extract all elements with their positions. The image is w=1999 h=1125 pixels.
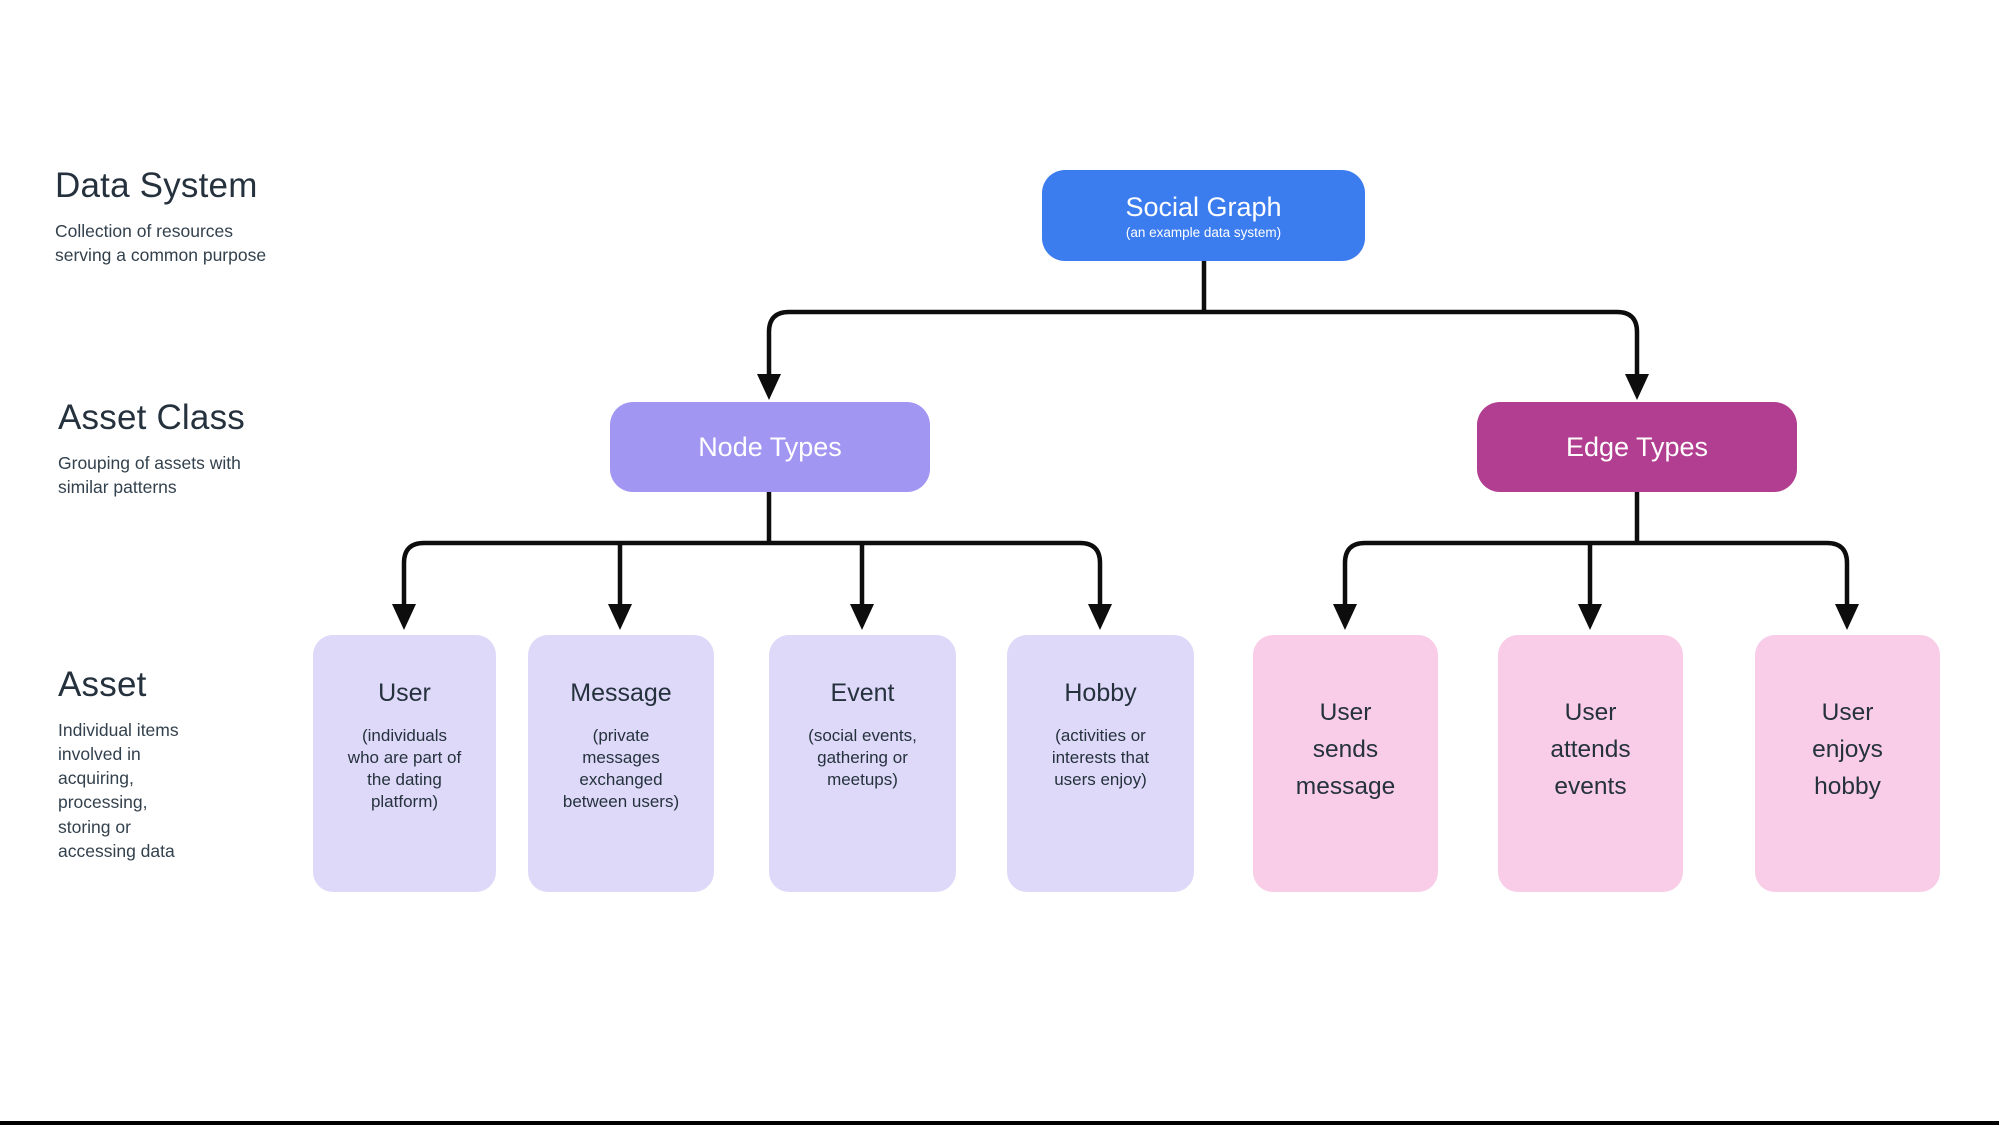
asset-card-user-sends-message-title: User sends message	[1295, 699, 1396, 800]
asset-title: Asset	[58, 665, 147, 704]
row-label-asset: Asset Individual items involved in acqui…	[58, 665, 179, 863]
asset-card-message: Message (private messages exchanged betw…	[528, 635, 714, 892]
asset-card-message-title: Message	[570, 679, 672, 707]
row-label-data-system: Data System Collection of resources serv…	[55, 166, 266, 267]
asset-card-user-description: (individuals who are part of the dating …	[347, 726, 462, 812]
arrowhead-message	[608, 604, 632, 630]
asset-card-event: Event (social events, gathering or meetu…	[769, 635, 956, 892]
arrowhead-attends	[1578, 604, 1602, 630]
connector-root-rail	[766, 309, 1640, 378]
arrowhead-user	[392, 604, 416, 630]
asset-card-user-attends-events-title: User attends events	[1550, 699, 1631, 800]
data-system-title: Data System	[55, 166, 258, 205]
node-edge-types: Edge Types	[1477, 402, 1797, 492]
asset-class-title: Asset Class	[58, 398, 245, 437]
asset-card-user-sends-message: User sends message	[1253, 635, 1438, 892]
data-system-description: Collection of resources serving a common…	[55, 221, 267, 266]
asset-card-message-description: (private messages exchanged between user…	[562, 726, 680, 812]
asset-card-user-enjoys-hobby-title: User enjoys hobby	[1812, 699, 1883, 800]
arrowhead-node-types	[757, 374, 781, 400]
node-social-graph: Social Graph (an example data system)	[1042, 170, 1365, 261]
asset-description: Individual items involved in acquiring, …	[58, 720, 179, 861]
row-label-asset-class: Asset Class Grouping of assets with simi…	[58, 398, 245, 499]
arrowhead-hobby	[1088, 604, 1112, 630]
arrowhead-edge-types	[1625, 374, 1649, 400]
connector-node-rail	[401, 540, 1103, 608]
arrowhead-event	[850, 604, 874, 630]
asset-card-hobby: Hobby (activities or interests that user…	[1007, 635, 1194, 892]
asset-card-hobby-description: (activities or interests that users enjo…	[1051, 726, 1150, 790]
asset-card-event-description: (social events, gathering or meetups)	[808, 726, 917, 790]
asset-card-user: User (individuals who are part of the da…	[313, 635, 496, 892]
social-graph-subtitle: (an example data system)	[1125, 224, 1282, 240]
connector-edge-rail	[1342, 540, 1850, 608]
arrowhead-sends	[1333, 604, 1357, 630]
asset-card-user-title: User	[378, 679, 431, 707]
asset-card-user-enjoys-hobby: User enjoys hobby	[1755, 635, 1940, 892]
node-types-label: Node Types	[698, 431, 842, 462]
asset-card-user-attends-events: User attends events	[1498, 635, 1683, 892]
arrowhead-enjoys	[1835, 604, 1859, 630]
asset-class-description: Grouping of assets with similar patterns	[58, 453, 241, 498]
edge-types-label: Edge Types	[1565, 431, 1709, 462]
asset-card-event-title: Event	[830, 679, 895, 707]
asset-card-hobby-title: Hobby	[1064, 679, 1137, 707]
bottom-border-bar	[0, 1121, 1999, 1125]
social-graph-title: Social Graph	[1125, 191, 1282, 222]
node-node-types: Node Types	[610, 402, 930, 492]
